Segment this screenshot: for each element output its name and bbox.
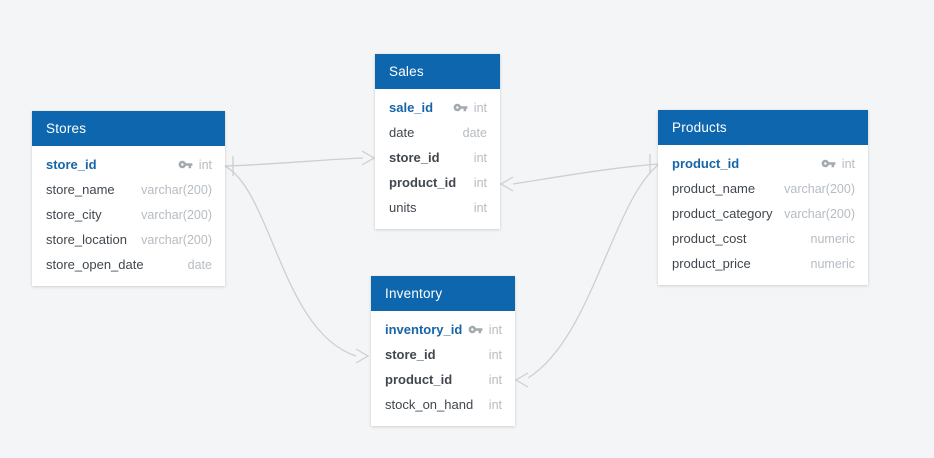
field-row-product-price[interactable]: product_price numeric (658, 251, 868, 276)
field-row-product-name[interactable]: product_name varchar(200) (658, 176, 868, 201)
field-type: int (473, 150, 487, 165)
field-row-stock-on-hand[interactable]: stock_on_hand int (371, 392, 515, 417)
field-type: int (841, 156, 855, 171)
relationship-stores-inventory[interactable] (224, 165, 357, 357)
primary-key-icon (468, 322, 483, 337)
field-name: store_id (385, 347, 436, 362)
field-name: stock_on_hand (385, 397, 474, 412)
primary-key-icon (821, 156, 836, 171)
field-row-product-id[interactable]: product_id int (658, 151, 868, 176)
field-name: store_city (46, 207, 102, 222)
field-row-store-id[interactable]: store_id int (375, 145, 500, 170)
table-stores-body: store_id int store_name varchar(200) sto… (32, 146, 225, 286)
field-type: int (473, 175, 487, 190)
field-type: int (488, 347, 502, 362)
field-row-product-id[interactable]: product_id int (375, 170, 500, 195)
table-products-body: product_id int product_name varchar(200)… (658, 145, 868, 285)
relationship-products-sales[interactable] (512, 163, 659, 185)
field-name: product_price (672, 256, 751, 271)
field-name: product_cost (672, 231, 747, 246)
field-type: varchar(200) (784, 206, 855, 221)
field-type: numeric (810, 256, 855, 271)
field-name: store_id (46, 157, 97, 172)
field-row-date[interactable]: date date (375, 120, 500, 145)
field-name: store_id (389, 150, 440, 165)
field-name: product_id (389, 175, 457, 190)
field-type: varchar(200) (784, 181, 855, 196)
field-type: date (462, 125, 487, 140)
field-type: int (473, 200, 487, 215)
field-name: store_location (46, 232, 127, 247)
field-row-store-id[interactable]: store_id int (371, 342, 515, 367)
primary-key-icon (453, 100, 468, 115)
field-type: int (488, 322, 502, 337)
field-row-product-id[interactable]: product_id int (371, 367, 515, 392)
arrowhead-sales-product-id (499, 176, 514, 192)
field-name: sale_id (389, 100, 434, 115)
table-products-header[interactable]: Products (658, 110, 868, 145)
field-name: product_id (672, 156, 740, 171)
field-row-store-open-date[interactable]: store_open_date date (32, 252, 225, 277)
field-name: store_name (46, 182, 115, 197)
field-row-store-location[interactable]: store_location varchar(200) (32, 227, 225, 252)
table-sales-header[interactable]: Sales (375, 54, 500, 89)
field-type: varchar(200) (141, 232, 212, 247)
field-row-store-city[interactable]: store_city varchar(200) (32, 202, 225, 227)
table-stores: Stores store_id int store_name varchar(2… (32, 111, 225, 286)
field-type: varchar(200) (141, 182, 212, 197)
table-sales: Sales sale_id int date date store_id int… (375, 54, 500, 229)
field-row-product-category[interactable]: product_category varchar(200) (658, 201, 868, 226)
field-type: int (488, 372, 502, 387)
table-stores-header[interactable]: Stores (32, 111, 225, 146)
table-inventory: Inventory inventory_id int store_id int … (371, 276, 515, 426)
field-row-units[interactable]: units int (375, 195, 500, 220)
table-products: Products product_id int product_name var… (658, 110, 868, 285)
primary-key-icon (178, 157, 193, 172)
arrowhead-sales-store-id (361, 150, 376, 166)
field-type: int (198, 157, 212, 172)
field-name: inventory_id (385, 322, 463, 337)
field-row-product-cost[interactable]: product_cost numeric (658, 226, 868, 251)
field-name: store_open_date (46, 257, 144, 272)
field-row-store-id[interactable]: store_id int (32, 152, 225, 177)
arrowhead-inventory-store-id (355, 348, 370, 364)
field-name: product_category (672, 206, 773, 221)
field-name: date (389, 125, 415, 140)
field-type: date (187, 257, 212, 272)
field-type: int (488, 397, 502, 412)
table-inventory-body: inventory_id int store_id int product_id… (371, 311, 515, 426)
relationship-products-inventory[interactable] (527, 164, 659, 379)
field-name: product_name (672, 181, 756, 196)
field-type: varchar(200) (141, 207, 212, 222)
field-name: units (389, 200, 417, 215)
field-row-sale-id[interactable]: sale_id int (375, 95, 500, 120)
field-type: int (473, 100, 487, 115)
field-row-store-name[interactable]: store_name varchar(200) (32, 177, 225, 202)
field-row-inventory-id[interactable]: inventory_id int (371, 317, 515, 342)
table-inventory-header[interactable]: Inventory (371, 276, 515, 311)
relationship-stores-sales[interactable] (224, 157, 364, 167)
field-type: numeric (810, 231, 855, 246)
arrowhead-inventory-product-id (514, 372, 529, 388)
field-name: product_id (385, 372, 453, 387)
table-sales-body: sale_id int date date store_id int produ… (375, 89, 500, 229)
